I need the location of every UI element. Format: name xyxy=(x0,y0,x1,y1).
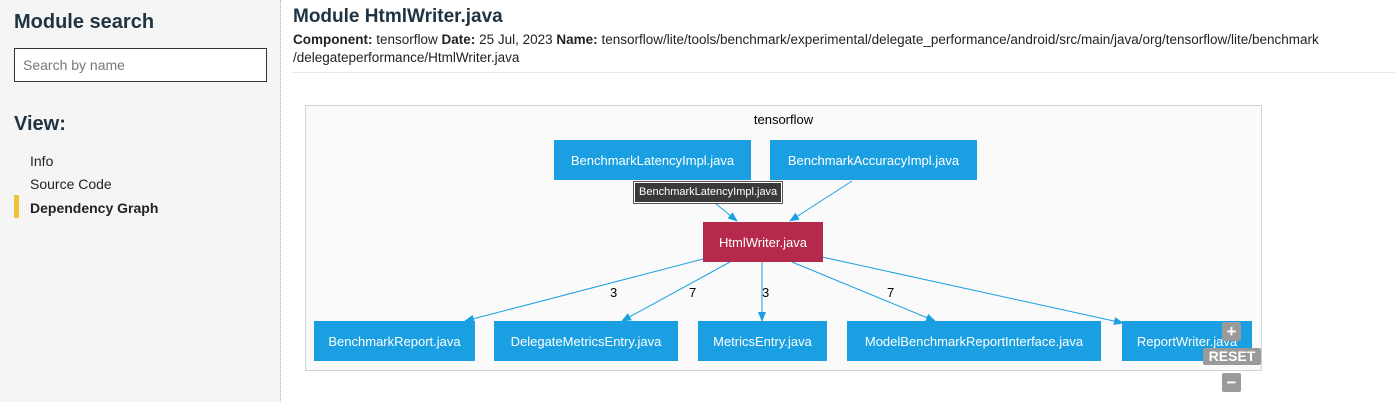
zoom-out-button[interactable]: − xyxy=(1222,373,1241,392)
name-value: tensorflow/lite/tools/benchmark/experime… xyxy=(601,32,1319,47)
page-title: Module HtmlWriter.java xyxy=(293,6,503,27)
module-meta: Component: tensorflow Date: 25 Jul, 2023… xyxy=(293,31,1395,67)
node-benchmark-latency-impl[interactable]: BenchmarkLatencyImpl.java xyxy=(554,140,751,180)
edge-label-delegate-metrics: 7 xyxy=(689,285,697,300)
node-html-writer[interactable]: HtmlWriter.java xyxy=(703,222,823,262)
node-delegate-metrics-entry[interactable]: DelegateMetricsEntry.java xyxy=(494,321,678,361)
header-divider xyxy=(292,72,1395,73)
date-value: 25 Jul, 2023 xyxy=(479,32,553,47)
date-label: Date: xyxy=(441,32,476,47)
node-tooltip: BenchmarkLatencyImpl.java xyxy=(634,182,783,203)
edge-label-model-report: 7 xyxy=(887,285,895,300)
sidebar: Module search View: Info Source Code Dep… xyxy=(0,0,281,402)
component-value: tensorflow xyxy=(376,32,438,47)
reset-zoom-button[interactable]: RESET xyxy=(1203,348,1261,365)
module-search-heading: Module search xyxy=(14,11,155,33)
node-benchmark-accuracy-impl[interactable]: BenchmarkAccuracyImpl.java xyxy=(770,140,977,180)
component-label: Component: xyxy=(293,32,373,47)
nav-item-dependency-graph[interactable]: Dependency Graph xyxy=(30,200,159,216)
zoom-in-button[interactable]: + xyxy=(1222,322,1241,341)
nav-item-source-code[interactable]: Source Code xyxy=(30,176,112,192)
view-heading: View: xyxy=(14,113,66,135)
name-value-continued: /delegateperformance/HtmlWriter.java xyxy=(293,50,520,65)
active-nav-marker xyxy=(14,195,19,218)
node-model-benchmark-report-interface[interactable]: ModelBenchmarkReportInterface.java xyxy=(847,321,1101,361)
edge-label-metrics: 3 xyxy=(762,285,770,300)
node-benchmark-report[interactable]: BenchmarkReport.java xyxy=(314,321,475,361)
name-label: Name: xyxy=(556,32,598,47)
cluster-label: tensorflow xyxy=(753,112,814,127)
nav-item-info[interactable]: Info xyxy=(30,153,54,169)
node-metrics-entry[interactable]: MetricsEntry.java xyxy=(698,321,827,361)
edge-label-report: 3 xyxy=(610,285,618,300)
search-input[interactable] xyxy=(14,48,267,82)
